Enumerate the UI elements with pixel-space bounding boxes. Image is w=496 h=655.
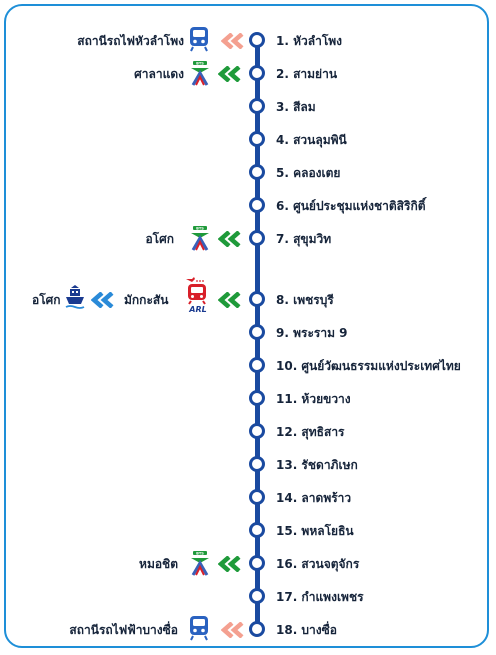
station-row[interactable]: 1. หัวลำโพง	[0, 31, 496, 51]
transfer-label: หมอชิต	[139, 557, 178, 571]
transfer-makkasan[interactable]: อโศก มักกะสัน ARL	[0, 277, 496, 314]
station-row[interactable]: 11. ห้วยขวาง	[0, 389, 496, 409]
station-row[interactable]: 9. พระราม 9	[0, 323, 496, 343]
chevron-left-icon	[221, 33, 244, 49]
station-row[interactable]: 12. สุทธิสาร	[0, 422, 496, 442]
chevron-left-icon	[218, 556, 241, 572]
arl-icon: ARL	[186, 277, 207, 314]
transfer-label: สถานีรถไฟหัวลำโพง	[77, 34, 184, 48]
station-dot[interactable]	[249, 164, 265, 180]
station-row[interactable]: 7. สุขุมวิท	[0, 229, 496, 249]
map-frame	[4, 4, 489, 648]
station-row[interactable]: 10. ศูนย์วัฒนธรรมแห่งประเทศไทย	[0, 356, 496, 376]
station-label: 2. สามย่าน	[276, 67, 338, 81]
station-dot[interactable]	[249, 423, 265, 439]
station-label: 3. สีลม	[276, 100, 316, 114]
station-label: 17. กำแพงเพชร	[276, 590, 364, 604]
station-row[interactable]: 14. ลาดพร้าว	[0, 488, 496, 508]
station-label: 9. พระราม 9	[276, 326, 348, 340]
chevron-left-icon	[218, 292, 241, 308]
station-dot[interactable]	[249, 291, 265, 307]
station-row[interactable]: 4. สวนลุมพินี	[0, 130, 496, 150]
transfer-label: อโศก	[32, 293, 61, 307]
station-dot[interactable]	[249, 230, 265, 246]
station-dot[interactable]	[249, 357, 265, 373]
chevron-left-icon	[218, 231, 241, 247]
station-dot[interactable]	[249, 98, 265, 114]
station-label: 1. หัวลำโพง	[276, 34, 343, 48]
chevron-left-icon	[221, 622, 244, 638]
station-label: 6. ศูนย์ประชุมแห่งชาติสิริกิติ์	[276, 199, 426, 213]
transfer-bang-sue[interactable]: สถานีรถไฟฟ้าบางซื่อ	[0, 616, 496, 641]
station-row[interactable]: 2. สามย่าน	[0, 64, 496, 84]
bts-badge: BTS	[196, 551, 204, 555]
transfer-label: ศาลาแดง	[134, 67, 184, 81]
station-label: 8. เพชรบุรี	[276, 293, 334, 307]
train-icon	[190, 616, 208, 641]
station-dot[interactable]	[249, 324, 265, 340]
station-row[interactable]: 17. กำแพงเพชร	[0, 587, 496, 607]
transfer-asok[interactable]: อโศก BTS	[0, 226, 496, 251]
station-row[interactable]: 16. สวนจตุจักร	[0, 554, 496, 574]
station-row[interactable]: 13. รัชดาภิเษก	[0, 455, 496, 475]
station-dot[interactable]	[249, 522, 265, 538]
transfer-mo-chit[interactable]: หมอชิต BTS	[0, 551, 496, 576]
chevron-left-icon	[218, 66, 241, 82]
transfer-label: สถานีรถไฟฟ้าบางซื่อ	[69, 623, 178, 637]
station-label: 13. รัชดาภิเษก	[276, 458, 358, 472]
station-label: 10. ศูนย์วัฒนธรรมแห่งประเทศไทย	[276, 359, 461, 373]
train-icon	[190, 27, 208, 52]
transfer-label: มักกะสัน	[124, 293, 169, 307]
station-row[interactable]: 5. คลองเตย	[0, 163, 496, 183]
bts-icon: BTS	[191, 551, 209, 576]
transfer-label: อโศก	[145, 232, 174, 246]
bts-icon: BTS	[191, 226, 209, 251]
arl-badge: ARL	[188, 305, 206, 314]
station-dot[interactable]	[249, 588, 265, 604]
station-dot[interactable]	[249, 390, 265, 406]
boat-icon	[65, 285, 85, 309]
bts-icon: BTS	[191, 61, 209, 86]
station-label: 16. สวนจตุจักร	[276, 557, 360, 571]
station-label: 18. บางซื่อ	[276, 623, 338, 637]
station-row[interactable]: 18. บางซื่อ	[0, 620, 496, 640]
station-label: 11. ห้วยขวาง	[276, 392, 351, 406]
station-dot[interactable]	[249, 131, 265, 147]
bts-badge: BTS	[196, 61, 204, 65]
station-label: 15. พหลโยธิน	[276, 524, 354, 538]
station-label: 5. คลองเตย	[276, 166, 341, 180]
chevron-left-icon	[91, 292, 114, 308]
station-row[interactable]: 3. สีลม	[0, 97, 496, 117]
station-dot[interactable]	[249, 65, 265, 81]
station-label: 7. สุขุมวิท	[276, 232, 332, 246]
station-dot[interactable]	[249, 197, 265, 213]
station-label: 12. สุทธิสาร	[276, 425, 345, 439]
station-label: 14. ลาดพร้าว	[276, 491, 352, 505]
station-dot[interactable]	[249, 621, 265, 637]
transfer-hualamphong[interactable]: สถานีรถไฟหัวลำโพง	[0, 27, 496, 52]
station-row[interactable]: 8. เพชรบุรี	[0, 290, 496, 310]
station-row[interactable]: 15. พหลโยธิน	[0, 521, 496, 541]
station-dot[interactable]	[249, 456, 265, 472]
bts-badge: BTS	[196, 226, 204, 230]
transfer-sala-daeng[interactable]: ศาลาแดง BTS	[0, 61, 496, 86]
station-dot[interactable]	[249, 489, 265, 505]
station-label: 4. สวนลุมพินี	[276, 133, 347, 147]
station-dot[interactable]	[249, 32, 265, 48]
station-dot[interactable]	[249, 555, 265, 571]
station-row[interactable]: 6. ศูนย์ประชุมแห่งชาติสิริกิติ์	[0, 196, 496, 216]
